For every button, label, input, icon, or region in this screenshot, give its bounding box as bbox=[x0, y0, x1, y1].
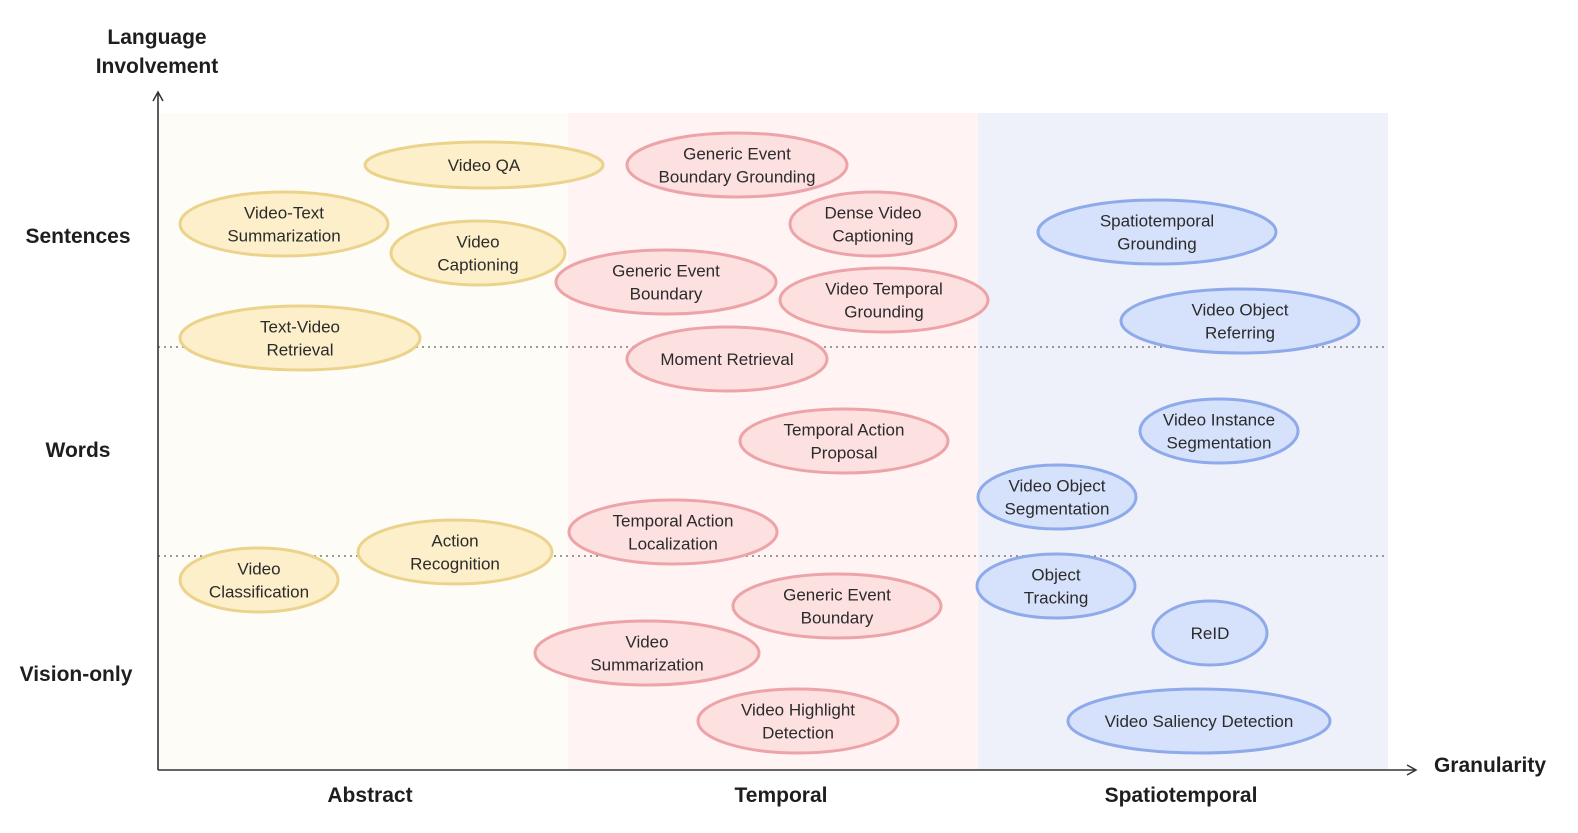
task-label-line: Video Temporal bbox=[825, 280, 943, 299]
task-label-line: Text-Video bbox=[260, 318, 340, 337]
task-label-line: Action bbox=[431, 532, 478, 551]
task-label-line: Spatiotemporal bbox=[1100, 212, 1214, 231]
task-ellipse bbox=[389, 219, 567, 287]
task-label-line: Video bbox=[237, 560, 280, 579]
task-ellipse bbox=[554, 248, 778, 316]
task-label-line: Segmentation bbox=[1167, 434, 1272, 453]
task-label-line: Moment Retrieval bbox=[660, 350, 793, 369]
task-ellipse bbox=[1066, 687, 1332, 755]
task-label-line: Captioning bbox=[437, 256, 518, 275]
task-ellipse bbox=[1151, 599, 1269, 667]
x-category-spatiotemporal: Spatiotemporal bbox=[1105, 784, 1258, 807]
y-level-words: Words bbox=[46, 439, 111, 462]
task-label-line: Segmentation bbox=[1005, 500, 1110, 519]
task-ellipse bbox=[625, 131, 849, 199]
task-ellipse bbox=[976, 463, 1138, 531]
task-ellipse bbox=[975, 552, 1137, 620]
x-axis-title: Granularity bbox=[1434, 754, 1546, 777]
task-ellipse bbox=[696, 687, 900, 755]
task-ellipse bbox=[1138, 397, 1300, 465]
task-label-line: Generic Event bbox=[683, 145, 791, 164]
y-axis-title-line2: Involvement bbox=[96, 55, 219, 78]
y-axis-title-line1: Language bbox=[107, 26, 206, 49]
task-label-line: Generic Event bbox=[783, 586, 891, 605]
task-label-line: Localization bbox=[628, 535, 718, 554]
task-label-line: Tracking bbox=[1024, 589, 1089, 608]
task-label-line: Video Object bbox=[1008, 477, 1105, 496]
task-ellipse bbox=[178, 304, 422, 372]
y-level-sentences: Sentences bbox=[25, 225, 130, 248]
task-ellipse bbox=[1119, 287, 1361, 355]
task-label-line: Video-Text bbox=[244, 204, 324, 223]
task-label-line: Temporal Action bbox=[613, 512, 734, 531]
task-label-line: Recognition bbox=[410, 555, 500, 574]
task-ellipse bbox=[778, 266, 990, 334]
task-label-line: Boundary bbox=[801, 609, 874, 628]
task-label-line: Video Instance bbox=[1163, 411, 1275, 430]
task-label-line: Object bbox=[1031, 566, 1080, 585]
task-label-line: Proposal bbox=[810, 444, 877, 463]
task-ellipse bbox=[731, 572, 943, 640]
task-label-line: Detection bbox=[762, 724, 834, 743]
task-video-qa: Video QA bbox=[363, 140, 605, 190]
task-ellipse bbox=[363, 140, 605, 190]
task-label-line: Classification bbox=[209, 583, 309, 602]
task-ellipse bbox=[567, 498, 779, 566]
task-ellipse bbox=[788, 190, 958, 258]
x-category-temporal: Temporal bbox=[735, 784, 828, 807]
task-ellipse bbox=[178, 190, 390, 258]
task-label-line: Grounding bbox=[1117, 235, 1196, 254]
x-category-abstract: Abstract bbox=[327, 784, 412, 807]
task-label-line: Grounding bbox=[844, 303, 923, 322]
task-video-saliency-detection: Video Saliency Detection bbox=[1066, 687, 1332, 755]
task-label-line: Retrieval bbox=[266, 341, 333, 360]
task-label-line: Summarization bbox=[227, 227, 340, 246]
task-ellipse bbox=[738, 407, 950, 475]
task-label-line: Temporal Action bbox=[784, 421, 905, 440]
task-ellipse bbox=[1036, 198, 1278, 266]
task-label-line: Video QA bbox=[448, 156, 521, 175]
task-label-line: ReID bbox=[1191, 624, 1230, 643]
task-moment-retrieval: Moment Retrieval bbox=[625, 325, 829, 393]
task-label-line: Video Saliency Detection bbox=[1105, 712, 1294, 731]
task-ellipse bbox=[356, 518, 554, 586]
task-label-line: Summarization bbox=[590, 656, 703, 675]
task-label-line: Boundary bbox=[630, 285, 703, 304]
task-label-line: Video Object bbox=[1191, 301, 1288, 320]
task-label-line: Captioning bbox=[832, 227, 913, 246]
task-label-line: Referring bbox=[1205, 324, 1275, 343]
task-ellipse bbox=[178, 546, 340, 614]
task-reid: ReID bbox=[1151, 599, 1269, 667]
task-label-line: Video bbox=[625, 633, 668, 652]
task-label-line: Dense Video bbox=[824, 204, 921, 223]
task-label-line: Video bbox=[456, 233, 499, 252]
task-label-line: Boundary Grounding bbox=[659, 168, 816, 187]
task-ellipse bbox=[533, 619, 761, 687]
task-ellipse bbox=[625, 325, 829, 393]
y-level-vision-only: Vision-only bbox=[20, 663, 133, 686]
task-label-line: Video Highlight bbox=[741, 701, 855, 720]
task-label-line: Generic Event bbox=[612, 262, 720, 281]
